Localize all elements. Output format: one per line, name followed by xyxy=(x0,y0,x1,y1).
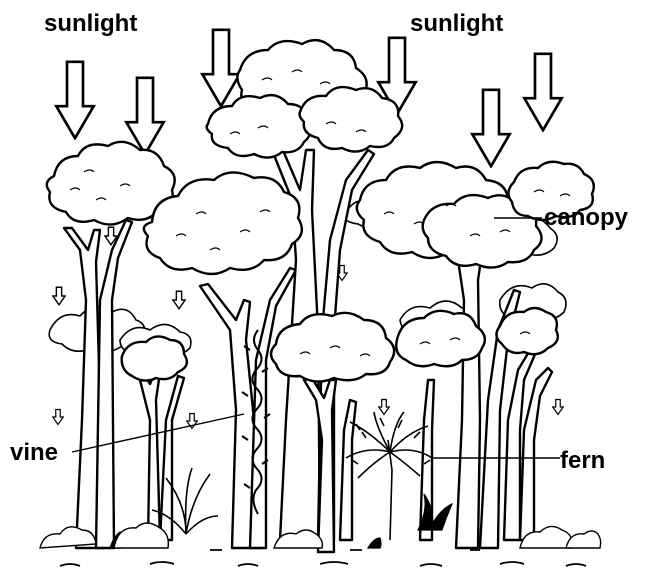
sunlight-label-left: sunlight xyxy=(44,12,137,36)
down-arrow-icon xyxy=(524,54,561,130)
fern-plant xyxy=(346,412,432,540)
small-down-arrow-icon xyxy=(53,287,65,305)
canopy-label: canopy xyxy=(544,206,628,230)
small-down-arrow-icon xyxy=(173,291,185,309)
small-down-arrow-icon xyxy=(553,400,564,415)
fern-label: fern xyxy=(560,449,605,473)
small-down-arrow-icon xyxy=(53,410,64,425)
down-arrow-icon xyxy=(472,90,509,166)
vine-label: vine xyxy=(10,441,58,465)
small-down-arrow-icon xyxy=(379,400,390,415)
down-arrow-icon xyxy=(56,62,93,138)
down-arrow-icon xyxy=(126,78,163,154)
down-arrow-icon xyxy=(202,30,239,106)
sunlight-label-right: sunlight xyxy=(410,12,503,36)
